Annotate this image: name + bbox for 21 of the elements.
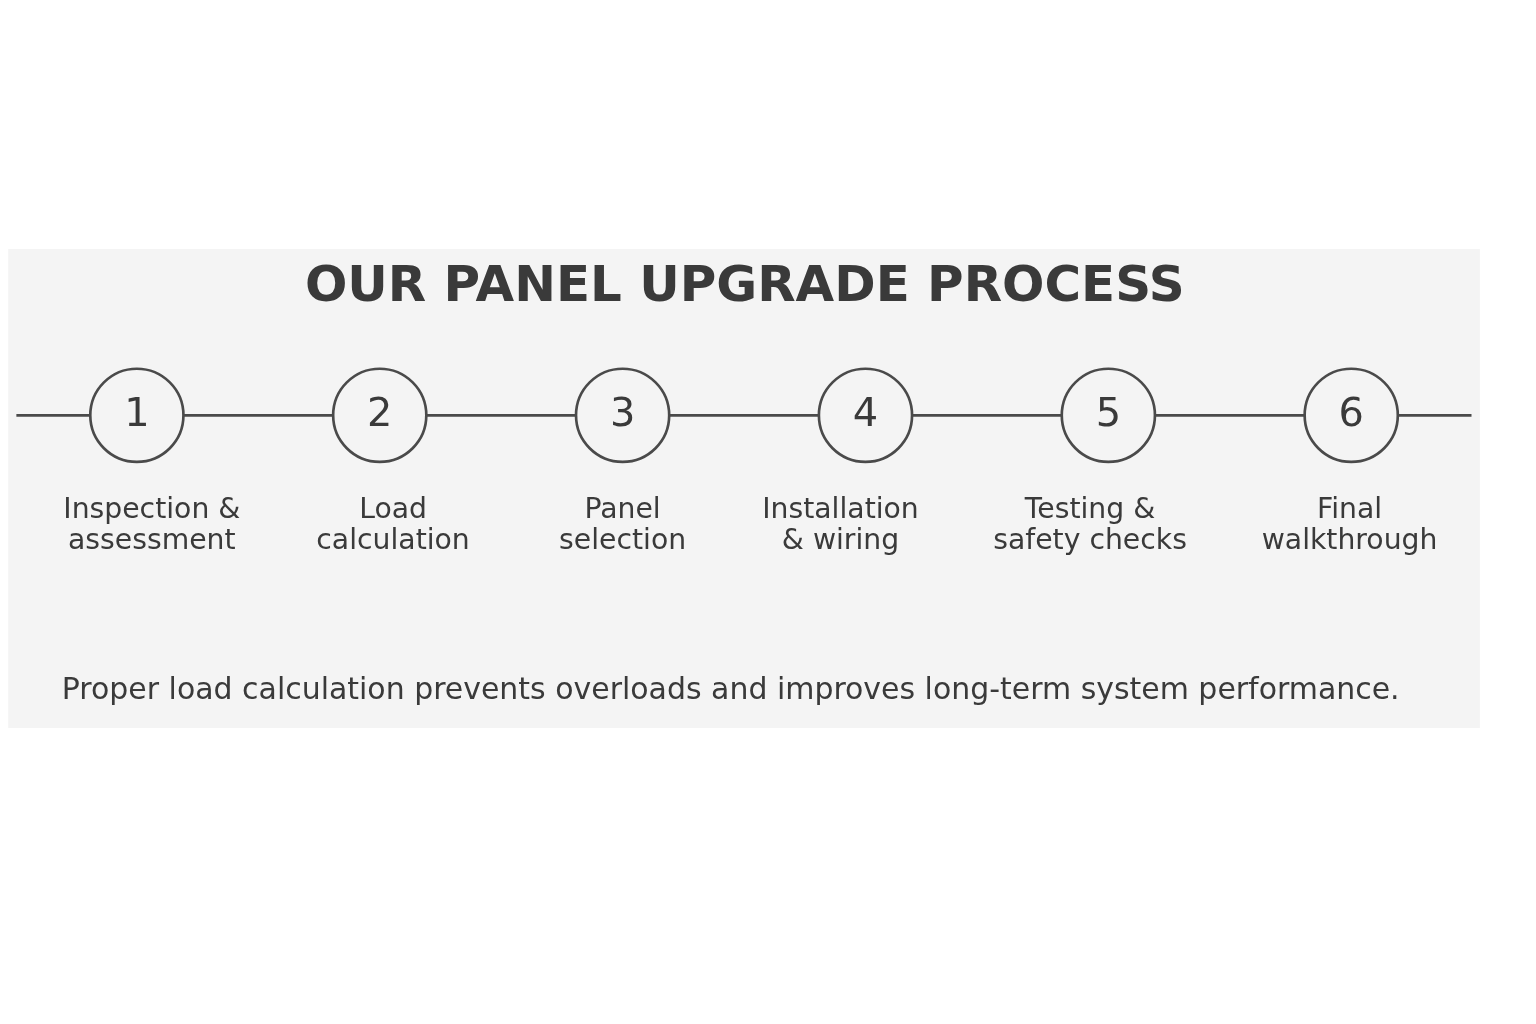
caption: Proper load calculation prevents overloads and improves long-term system performance. — [61, 670, 1400, 706]
node-label: Load calculation — [316, 491, 470, 556]
node-label: Inspection & assessment — [63, 491, 241, 556]
node-label: Installation & wiring — [762, 491, 919, 556]
node-circle: 4 — [817, 366, 914, 463]
node-circle: 2 — [331, 366, 428, 463]
node-circle: 3 — [574, 366, 671, 463]
node-label: Final walkthrough — [1261, 491, 1438, 556]
connector — [912, 413, 1062, 417]
connector — [669, 413, 819, 417]
node-circle: 5 — [1060, 366, 1157, 463]
node-label: Testing & safety checks — [993, 491, 1187, 556]
connector — [16, 413, 91, 417]
node-circle: 1 — [88, 366, 185, 463]
connector — [183, 413, 334, 417]
connector — [426, 413, 576, 417]
node-label: Panel selection — [559, 491, 687, 556]
connector — [1398, 413, 1472, 417]
diagram-title: OUR PANEL UPGRADE PROCESS — [304, 254, 1185, 313]
node-circle: 6 — [1303, 366, 1400, 463]
connector — [1155, 413, 1305, 417]
